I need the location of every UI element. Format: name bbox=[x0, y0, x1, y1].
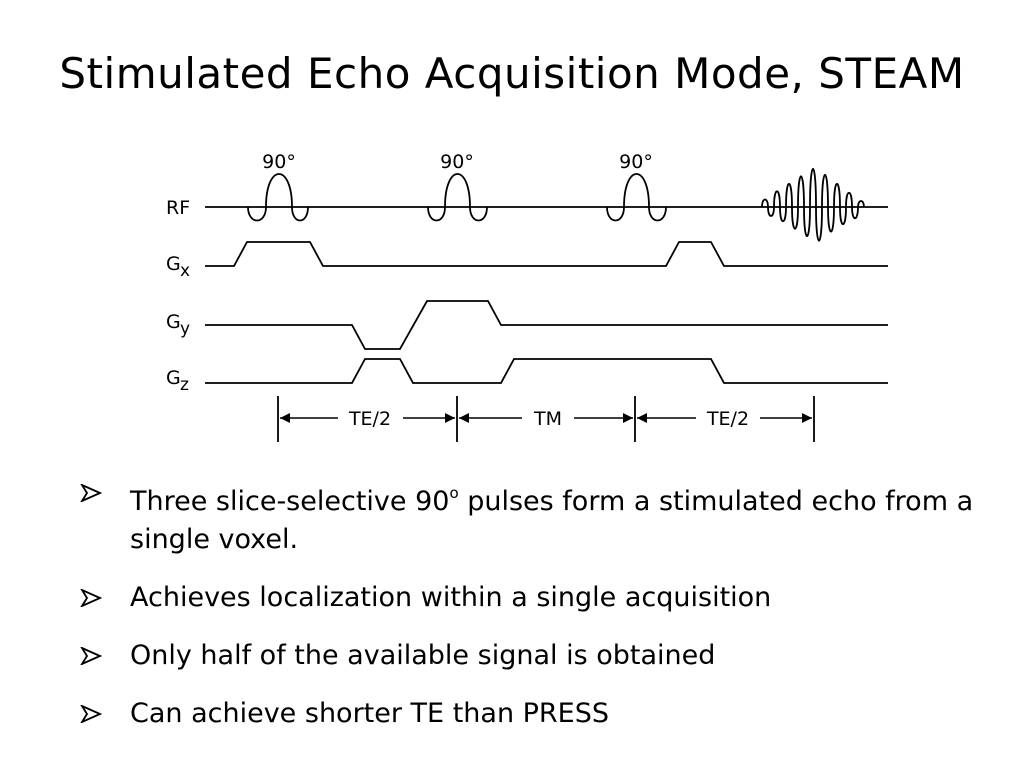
gy-letter: G bbox=[166, 311, 181, 333]
bullet-text-1-pre: Three slice-selective 90 bbox=[130, 486, 450, 517]
gz-waveform bbox=[205, 358, 888, 384]
stimulated-echo-signal bbox=[761, 168, 865, 242]
bullet-text-4: Can achieve shorter TE than PRESS bbox=[130, 698, 610, 729]
rf-pulse-2 bbox=[427, 173, 488, 222]
gx-row-label: G x bbox=[166, 253, 190, 281]
slide-title: Stimulated Echo Acquisition Mode, STEAM bbox=[59, 49, 965, 98]
bullet-list: Three slice-selective 90o pulses form a … bbox=[78, 474, 978, 753]
bullet-item-1: Three slice-selective 90o pulses form a … bbox=[78, 474, 978, 559]
interval-1-label: TE/2 bbox=[348, 408, 391, 430]
arrowhead-bullet-icon bbox=[78, 695, 106, 733]
gy-row-label: G y bbox=[166, 311, 190, 339]
gx-waveform bbox=[205, 241, 888, 267]
bullet-text-3: Only half of the available signal is obt… bbox=[130, 640, 716, 671]
bullet-item-2: Achieves localization within a single ac… bbox=[78, 579, 978, 617]
bullet-text-2: Achieves localization within a single ac… bbox=[130, 582, 772, 613]
pulse-label-2: 90° bbox=[440, 151, 474, 173]
arrowhead-bullet-icon bbox=[78, 579, 106, 617]
pulse-sequence-diagram: RF G x G y G z 90° 90° 90° TE/2 TM TE/2 bbox=[166, 151, 888, 442]
rf-pulse-1 bbox=[247, 173, 309, 222]
interval-2-label: TM bbox=[533, 408, 562, 430]
gx-subscript: x bbox=[180, 261, 190, 281]
gy-waveform bbox=[205, 300, 888, 350]
pulse-label-3: 90° bbox=[619, 151, 653, 173]
bullet-item-4: Can achieve shorter TE than PRESS bbox=[78, 695, 978, 733]
rf-pulse-3 bbox=[606, 173, 667, 222]
gx-letter: G bbox=[166, 253, 181, 275]
gz-letter: G bbox=[166, 367, 181, 389]
arrowhead-bullet-icon bbox=[78, 637, 106, 675]
rf-row-label: RF bbox=[166, 197, 190, 219]
pulse-label-1: 90° bbox=[262, 151, 296, 173]
arrowhead-bullet-icon bbox=[78, 474, 106, 512]
gz-subscript: z bbox=[180, 375, 189, 395]
gz-row-label: G z bbox=[166, 367, 189, 395]
interval-3-label: TE/2 bbox=[706, 408, 749, 430]
gy-subscript: y bbox=[180, 319, 190, 339]
bullet-text-1-post: pulses form a stimulated echo from a sin… bbox=[130, 486, 974, 555]
bullet-text-1-sup: o bbox=[449, 484, 459, 502]
bullet-item-3: Only half of the available signal is obt… bbox=[78, 637, 978, 675]
